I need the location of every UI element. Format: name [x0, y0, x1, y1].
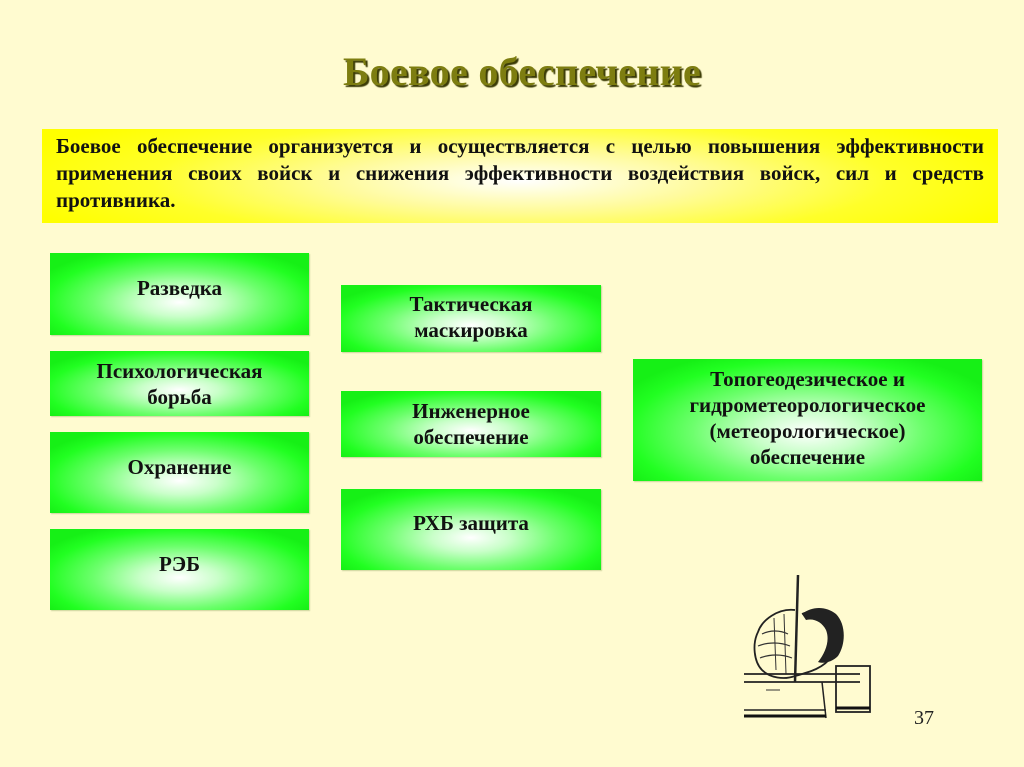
category-label: Тактическая маскировка [409, 292, 533, 342]
category-label: Психологическая борьба [96, 359, 263, 409]
category-label: Разведка [136, 276, 223, 300]
category-box-tactical-camouflage: Тактическая маскировка [341, 285, 601, 352]
category-label: Охранение [127, 455, 232, 479]
category-box-engineering-support: Инженерное обеспечение [341, 391, 601, 457]
hand-drawing-icon [744, 574, 871, 719]
category-box-topogeodetic-support: Топогеодезическое и гидрометеорологическ… [633, 359, 982, 481]
category-label: Топогеодезическое и гидрометеорологическ… [689, 367, 926, 469]
category-label: РХБ защита [413, 511, 529, 535]
category-box-reconnaissance: Разведка [50, 253, 309, 335]
category-box-security: Охранение [50, 432, 309, 513]
category-box-psychological-warfare: Психологическая борьба [50, 351, 309, 416]
page-number: 37 [914, 707, 934, 729]
category-box-electronic-warfare: РЭБ [50, 529, 309, 610]
category-label: Инженерное обеспечение [412, 399, 530, 449]
category-label: РЭБ [159, 552, 200, 576]
intro-text-box: Боевое обеспечение организуется и осущес… [42, 129, 998, 223]
slide-title: Боевое обеспечение [342, 49, 702, 94]
category-box-cbrn-protection: РХБ защита [341, 489, 601, 570]
